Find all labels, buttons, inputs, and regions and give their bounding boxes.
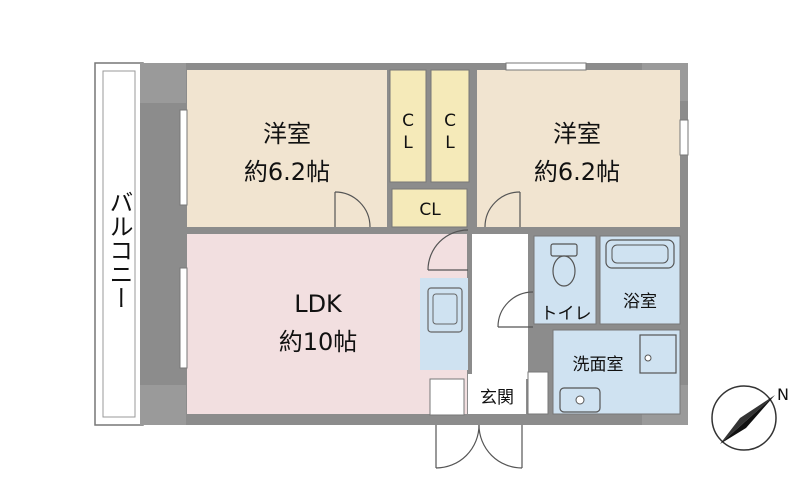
closet-3-label: CL	[419, 200, 441, 220]
bathtub	[605, 239, 675, 269]
closet-2	[430, 69, 470, 183]
compass: N	[711, 385, 789, 451]
bath-label: 浴室	[623, 292, 657, 312]
western-room-left-name: 洋室	[263, 120, 311, 148]
closet-1-label-c: C	[402, 111, 414, 131]
doors	[334, 191, 534, 469]
balcony-label: バルコニー	[105, 190, 133, 310]
compass-north-label: N	[777, 385, 789, 404]
entrance-storage	[527, 371, 549, 415]
hallway	[472, 234, 528, 379]
western-room-right	[477, 70, 680, 227]
western-room-left	[187, 70, 387, 227]
entrance-area	[468, 374, 526, 414]
washroom-label: 洗面室	[573, 355, 624, 375]
balcony	[94, 62, 144, 426]
windows	[179, 62, 689, 369]
ldk-name: LDK	[294, 290, 343, 318]
kitchen-sink	[427, 287, 463, 333]
entrance-label: 玄関	[480, 388, 514, 408]
ldk-size: 約10帖	[279, 328, 358, 356]
western-room-right-name: 洋室	[553, 120, 601, 148]
closet-2-label-l: L	[445, 133, 455, 153]
closet-1-label-l: L	[403, 133, 413, 153]
western-room-left-size: 約6.2帖	[244, 158, 330, 186]
toilet-label: トイレ	[541, 304, 592, 324]
shoe-cabinet	[429, 378, 465, 416]
closet-1	[389, 69, 427, 183]
closet-2-label-c: C	[444, 111, 456, 131]
washbasin	[559, 387, 601, 413]
western-room-right-size: 約6.2帖	[534, 158, 620, 186]
closet-3	[391, 188, 468, 228]
toilet-fixture	[550, 243, 578, 287]
washing-machine-space	[639, 334, 677, 374]
